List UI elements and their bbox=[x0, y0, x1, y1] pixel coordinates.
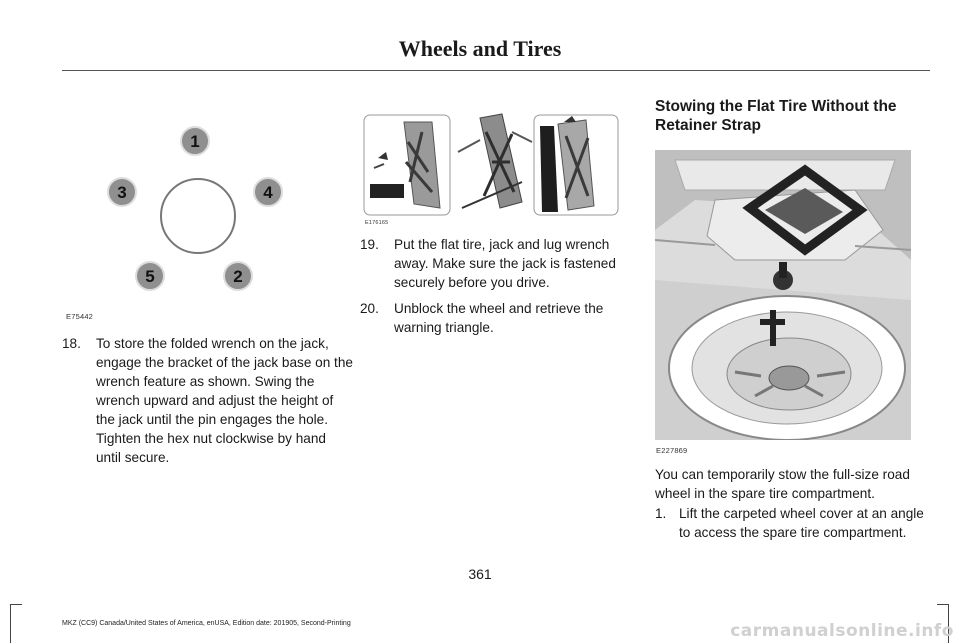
lug-number-5: 5 bbox=[135, 261, 165, 291]
lug-number-2: 2 bbox=[223, 261, 253, 291]
lug-number-1: 1 bbox=[180, 126, 210, 156]
svg-text:5: 5 bbox=[145, 267, 154, 286]
lug-number-4: 4 bbox=[253, 177, 283, 207]
step-1: 1. Lift the carpeted wheel cover at an a… bbox=[655, 504, 927, 542]
svg-text:4: 4 bbox=[263, 183, 273, 202]
crop-mark bbox=[948, 604, 949, 643]
svg-text:2: 2 bbox=[233, 267, 242, 286]
crop-mark bbox=[10, 604, 22, 605]
lug-pattern-figure: 1 4 3 5 2 bbox=[107, 126, 283, 291]
header-divider bbox=[62, 70, 930, 71]
step-number: 1. bbox=[655, 506, 667, 521]
watermark: carmanualsonline.info bbox=[730, 621, 954, 641]
lug-number-3: 3 bbox=[107, 177, 137, 207]
jack-panel-right bbox=[533, 114, 619, 216]
jack-panel-middle bbox=[454, 113, 533, 215]
jack-panel-left bbox=[363, 114, 451, 216]
figure-code: E176165 bbox=[365, 220, 389, 226]
left-steps: 18. To store the folded wrench on the ja… bbox=[62, 334, 354, 467]
intro-paragraph: You can temporarily stow the full-size r… bbox=[655, 467, 910, 501]
crop-mark bbox=[10, 604, 11, 643]
step-text: To store the folded wrench on the jack, … bbox=[96, 336, 353, 465]
figure-code: E227869 bbox=[656, 446, 688, 455]
step-19: 19. Put the flat tire, jack and lug wren… bbox=[360, 235, 622, 292]
step-number: 20. bbox=[360, 301, 379, 316]
crop-mark bbox=[937, 604, 949, 605]
svg-text:1: 1 bbox=[190, 132, 199, 151]
step-number: 18. bbox=[62, 336, 81, 351]
jack-stowage-figure bbox=[363, 113, 619, 216]
step-20: 20. Unblock the wheel and retrieve the w… bbox=[360, 299, 622, 337]
section-title: Stowing the Flat Tire Without the Retain… bbox=[655, 98, 897, 134]
spare-tire-compartment-figure bbox=[655, 150, 911, 440]
step-number: 19. bbox=[360, 237, 379, 252]
right-steps: 1. Lift the carpeted wheel cover at an a… bbox=[655, 504, 927, 542]
svg-text:3: 3 bbox=[117, 183, 126, 202]
step-18: 18. To store the folded wrench on the ja… bbox=[62, 334, 354, 467]
step-text: Unblock the wheel and retrieve the warni… bbox=[394, 301, 604, 335]
step-text: Put the flat tire, jack and lug wrench a… bbox=[394, 237, 616, 290]
middle-steps: 19. Put the flat tire, jack and lug wren… bbox=[360, 235, 622, 337]
page-number: 361 bbox=[468, 566, 492, 582]
figure-code: E75442 bbox=[66, 312, 94, 321]
edition-footer: MKZ (CC9) Canada/United States of Americ… bbox=[62, 620, 351, 627]
jack-outline bbox=[742, 164, 868, 256]
retaining-bolt bbox=[773, 270, 793, 290]
step-text: Lift the carpeted wheel cover at an angl… bbox=[679, 506, 924, 540]
page-title: Wheels and Tires bbox=[398, 36, 562, 61]
wheel-hub-circle bbox=[160, 178, 236, 254]
